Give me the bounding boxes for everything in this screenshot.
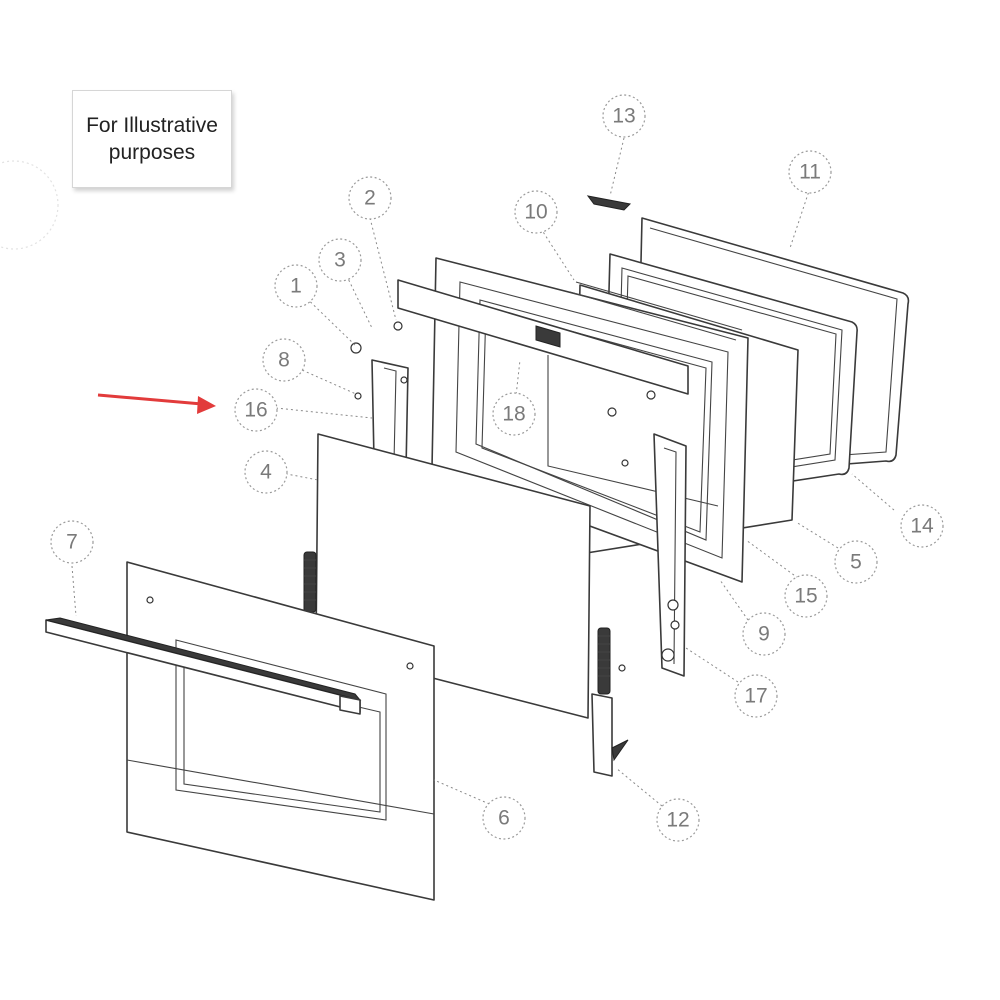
part-10-top-door-trim (393, 279, 689, 395)
callout-9: 9 (742, 612, 786, 656)
callout-17-number: 17 (744, 685, 767, 708)
callout-2: 2 (348, 176, 392, 220)
callout-7: 7 (50, 520, 94, 564)
callout-1: 1 (274, 264, 318, 308)
callout-9-number: 9 (758, 623, 770, 646)
callout-3-number: 3 (334, 249, 346, 272)
callout-1-number: 1 (290, 275, 302, 298)
callout-11: 11 (788, 150, 832, 194)
callout-8-number: 8 (278, 349, 290, 372)
part-13-vent-cap (586, 195, 632, 211)
callout-3: 3 (318, 238, 362, 282)
callout-15-number: 15 (794, 585, 817, 608)
callout-5-number: 5 (850, 551, 862, 574)
callout-17: 17 (734, 674, 778, 718)
callout-12: 12 (656, 798, 700, 842)
callout-16: 16 (234, 388, 278, 432)
red-pointer-arrow-icon (97, 393, 216, 414)
callout-11-number: 11 (799, 161, 821, 184)
callout-6-number: 6 (498, 807, 510, 830)
callout-10: 10 (514, 190, 558, 234)
callout-16-number: 16 (244, 399, 267, 422)
callout-4: 4 (244, 450, 288, 494)
part-16-left-hinge-bracket (350, 342, 409, 471)
illustrative-note-box: For Illustrative purposes (72, 90, 232, 188)
callout-13: 13 (602, 94, 646, 138)
illustrative-note-text: For Illustrative purposes (86, 114, 218, 164)
callout-13-number: 13 (612, 105, 635, 128)
callout-8: 8 (262, 338, 306, 382)
callout-10-number: 10 (524, 201, 547, 224)
callout-6: 6 (482, 796, 526, 840)
callout-18-number: 18 (502, 403, 525, 426)
part-12-door-springs (303, 551, 629, 777)
callout-14: 14 (900, 504, 944, 548)
callout-7-number: 7 (66, 531, 78, 554)
callout-18: 18 (492, 392, 536, 436)
callout-2-number: 2 (364, 187, 376, 210)
callout-14-number: 14 (910, 515, 934, 538)
callout-12-number: 12 (666, 809, 689, 832)
part-7-door-handle (45, 617, 362, 715)
partial-callout-circle (0, 160, 59, 250)
callout-4-number: 4 (260, 461, 272, 484)
callout-5: 5 (834, 540, 878, 584)
part-17-right-hinge-bracket (653, 433, 687, 677)
leader-lines (71, 137, 895, 807)
callout-15: 15 (784, 574, 828, 618)
